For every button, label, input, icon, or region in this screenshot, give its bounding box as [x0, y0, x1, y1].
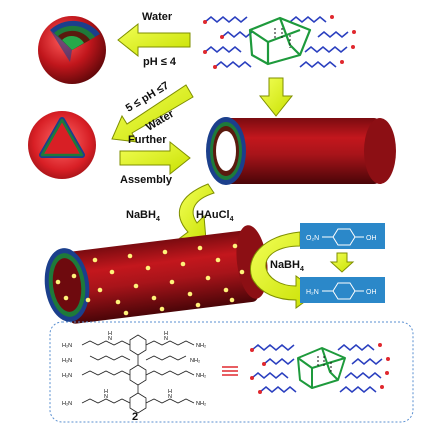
- group-h-2: H: [164, 331, 168, 337]
- group-h2n-4: H₂N: [62, 401, 72, 407]
- product-box: H₂N OH: [300, 277, 385, 303]
- arrow-to-sphere-top: [117, 22, 191, 58]
- label-assembly: Assembly: [120, 174, 173, 186]
- label-water-top: Water: [142, 11, 173, 23]
- product-right-group: OH: [366, 289, 377, 296]
- group-n-2: N: [164, 336, 168, 342]
- reactant-right-group: OH: [366, 235, 377, 242]
- arrow-to-sphere-middle: [111, 84, 194, 143]
- gold-nanoparticles: [55, 243, 245, 316]
- group-nh2-3: NH₂: [196, 373, 206, 379]
- group-h-4: H: [168, 389, 172, 395]
- structure-panel: [49, 321, 414, 423]
- group-n-1: N: [108, 336, 112, 342]
- equivalence-sign: [222, 366, 238, 376]
- vesicle-sphere: [28, 111, 96, 179]
- group-h2n-1: H₂N: [62, 343, 72, 349]
- label-nabh4-right: NaBH4: [270, 259, 304, 273]
- arrow-reactant-to-product: [329, 252, 355, 273]
- label-haucl4: HAuCl4: [196, 209, 234, 223]
- arrow-further-assembly: [119, 140, 191, 176]
- group-h2n-3: H₂N: [62, 373, 72, 379]
- group-h2n-2: H₂N: [62, 358, 72, 364]
- compound-number: 2: [132, 411, 138, 423]
- group-nh2-4: NH₂: [196, 401, 206, 407]
- reactant-left-group: O₂N: [306, 235, 319, 242]
- label-ph-le-4: pH ≤ 4: [143, 56, 177, 68]
- group-n-4: N: [168, 394, 172, 400]
- gold-nanoparticle-nanotube: [44, 225, 268, 324]
- group-h-3: H: [104, 389, 108, 395]
- product-left-group: H₂N: [306, 289, 319, 296]
- group-h-1: H: [108, 331, 112, 337]
- label-nabh4-left: NaBH4: [126, 209, 160, 223]
- chemical-structure-2: H₂N H₂N H₂N H₂N NH₂ NH₂ NH₂ NH₂ N H N H …: [62, 331, 206, 423]
- monomer-cartoon-bottom: [250, 343, 390, 394]
- reactant-box: O₂N OH: [300, 223, 385, 249]
- monomer-cartoon-top: [203, 15, 356, 69]
- arrow-to-nanotube: [258, 77, 294, 117]
- label-further: Further: [128, 134, 167, 146]
- nanotube: [206, 117, 396, 185]
- group-nh2-2: NH₂: [190, 358, 200, 364]
- group-nh2-1: NH₂: [196, 343, 206, 349]
- vesicle-cutaway-sphere: [38, 16, 106, 84]
- group-n-3: N: [104, 394, 108, 400]
